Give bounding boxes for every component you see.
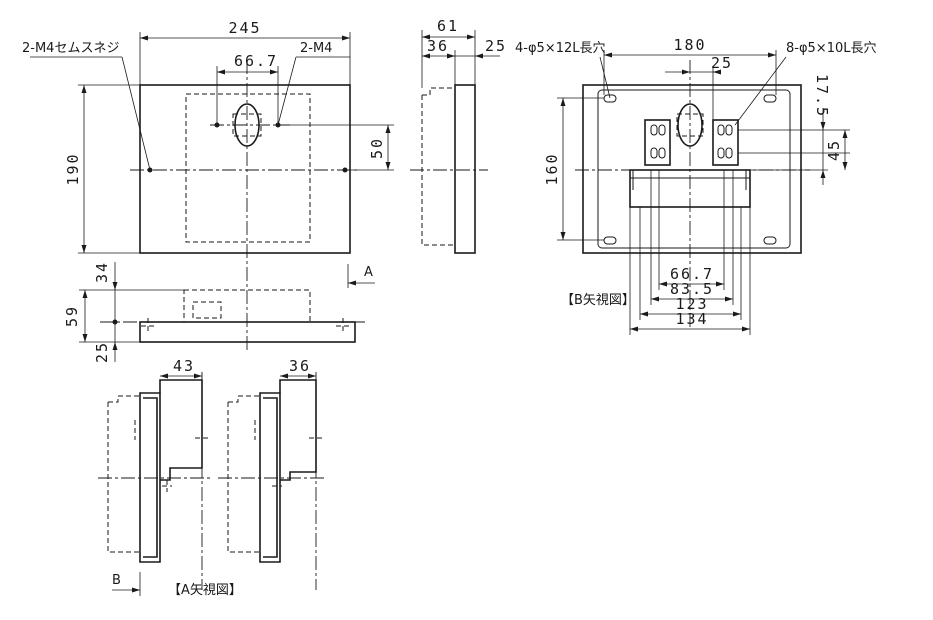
dim-180: 180	[673, 36, 706, 54]
dim-36: 36	[427, 37, 449, 55]
dim-bottom-0: 66.7	[670, 265, 714, 283]
back-view: 180 25 160 17.5 45 4-φ5×12L長穴 8-φ5×10L長穴	[515, 36, 877, 335]
dim-50: 50	[368, 137, 386, 159]
dim-45: 45	[825, 139, 843, 161]
bottom-view: 59 34 25	[63, 261, 365, 363]
side-view: 61 36 25	[410, 17, 507, 254]
bracket-slots	[650, 124, 733, 159]
arrow-a-label: A	[364, 265, 373, 280]
dim-bottom-1: 83.5	[670, 280, 714, 298]
dim-25: 25	[485, 37, 507, 55]
dim-61: 61	[437, 17, 459, 35]
view-a-title: 【A矢視図】	[168, 583, 242, 598]
leader-hole	[277, 56, 297, 126]
dim-34: 34	[93, 261, 111, 283]
dim-bottom-3: 134	[675, 310, 708, 328]
arrow-b-label: B	[112, 573, 121, 588]
front-inner-hidden	[185, 93, 311, 243]
dim-667: 66.7	[234, 52, 278, 70]
front-screw-right	[342, 167, 348, 173]
view-b-title: 【B矢視図】	[561, 293, 635, 308]
dim-43: 43	[173, 357, 195, 375]
dim-190: 190	[64, 152, 82, 185]
note-screw: 2-M4セムスネジ	[22, 41, 119, 56]
back-outline	[582, 84, 802, 254]
note-slot-2: 8-φ5×10L長穴	[786, 41, 877, 56]
bottom-plate	[139, 321, 356, 343]
front-view: 245 190 66.7 50 2-M4セムスネジ 2-M4 A	[22, 19, 394, 350]
corner-slots	[603, 94, 777, 245]
dim-59: 59	[63, 305, 81, 327]
view-a: 43 36 B 【A矢視図】	[98, 357, 325, 598]
back-bracket	[629, 169, 751, 208]
dim-245: 245	[228, 19, 261, 37]
leader-screw	[121, 56, 151, 171]
side-panel	[454, 84, 476, 254]
note-hole: 2-M4	[300, 41, 332, 56]
dim-36-a: 36	[289, 357, 311, 375]
dim-25b: 25	[93, 341, 111, 363]
front-outline	[139, 84, 351, 254]
note-slot-1: 4-φ5×12L長穴	[515, 41, 606, 56]
dim-160: 160	[543, 152, 561, 185]
dim-bottom-2: 123	[675, 295, 708, 313]
dim-175: 17.5	[813, 74, 831, 118]
dim-25-back: 25	[711, 54, 733, 72]
